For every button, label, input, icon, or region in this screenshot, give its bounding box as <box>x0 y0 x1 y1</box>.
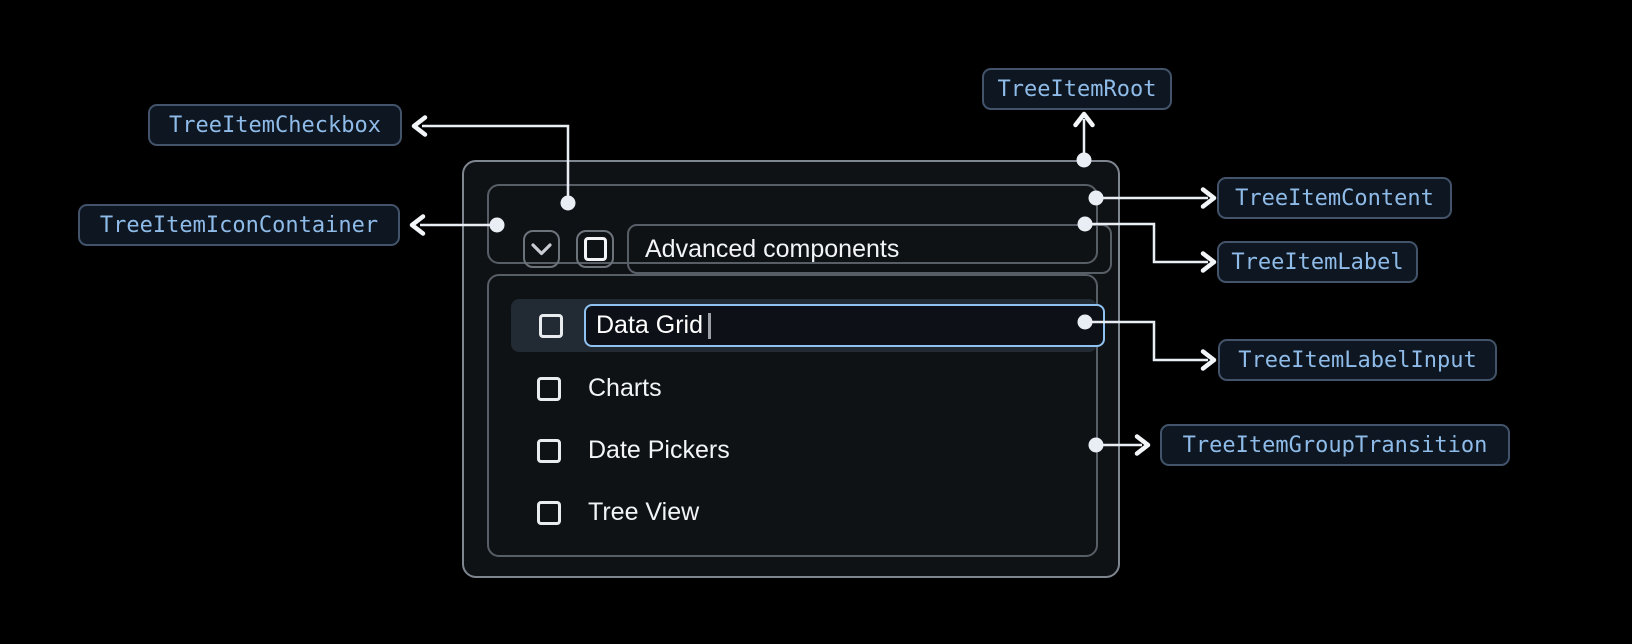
arrowhead-right <box>1200 187 1217 209</box>
checkbox-unchecked-icon <box>583 237 607 261</box>
tree-item-label: Advanced components <box>627 224 1112 274</box>
checkbox-unchecked-icon[interactable] <box>537 500 561 525</box>
arrowhead-left <box>409 214 426 236</box>
arrowhead-left <box>411 115 428 137</box>
tree-item-row[interactable]: Date Pickers <box>511 424 1097 477</box>
badge-tree-item-content: TreeItemContent <box>1217 177 1452 219</box>
badge-text: TreeItemLabel <box>1231 249 1404 275</box>
expand-button[interactable] <box>523 230 560 268</box>
arrowhead-right <box>1200 251 1217 273</box>
badge-text: TreeItemLabelInput <box>1238 347 1477 373</box>
arrowhead-right <box>1200 349 1217 371</box>
badge-tree-item-label: TreeItemLabel <box>1217 241 1418 283</box>
checkbox-unchecked-icon[interactable] <box>537 376 561 401</box>
tree-item-label-text: Advanced components <box>645 234 900 263</box>
badge-tree-item-label-input: TreeItemLabelInput <box>1218 339 1497 381</box>
badge-tree-item-root: TreeItemRoot <box>982 68 1172 110</box>
tree-item-root: Advanced components Data Grid Charts <box>462 160 1120 578</box>
chevron-down-icon <box>531 242 552 256</box>
badge-tree-item-icon-container: TreeItemIconContainer <box>78 204 400 246</box>
tree-item-label-input[interactable]: Data Grid <box>584 304 1105 347</box>
checkbox-unchecked-icon[interactable] <box>539 313 563 338</box>
tree-item-content[interactable]: Advanced components <box>487 184 1112 274</box>
label-input-value: Data Grid <box>596 311 703 339</box>
tree-item-row-editing[interactable]: Data Grid <box>511 299 1105 352</box>
badge-text: TreeItemRoot <box>997 76 1157 102</box>
badge-text: TreeItemCheckbox <box>169 112 381 138</box>
badge-tree-item-checkbox: TreeItemCheckbox <box>148 104 402 146</box>
tree-item-label-text: Charts <box>588 374 662 402</box>
checkbox-unchecked-icon[interactable] <box>537 438 561 463</box>
badge-tree-item-group-transition: TreeItemGroupTransition <box>1160 424 1510 466</box>
tree-item-group-transition: Data Grid Charts Date Pickers Tree View <box>487 274 1105 557</box>
badge-text: TreeItemGroupTransition <box>1182 432 1488 458</box>
badge-text: TreeItemIconContainer <box>99 212 379 238</box>
arrowhead-right <box>1134 434 1151 456</box>
tree-item-label-text: Tree View <box>588 498 700 526</box>
text-cursor <box>707 312 711 339</box>
arrowhead-up <box>1073 111 1095 128</box>
tree-item-row[interactable]: Charts <box>511 362 1097 415</box>
tree-item-label-text: Date Pickers <box>588 436 730 464</box>
tree-item-checkbox[interactable] <box>576 230 614 268</box>
tree-item-row[interactable]: Tree View <box>511 486 1097 539</box>
badge-text: TreeItemContent <box>1235 185 1434 211</box>
